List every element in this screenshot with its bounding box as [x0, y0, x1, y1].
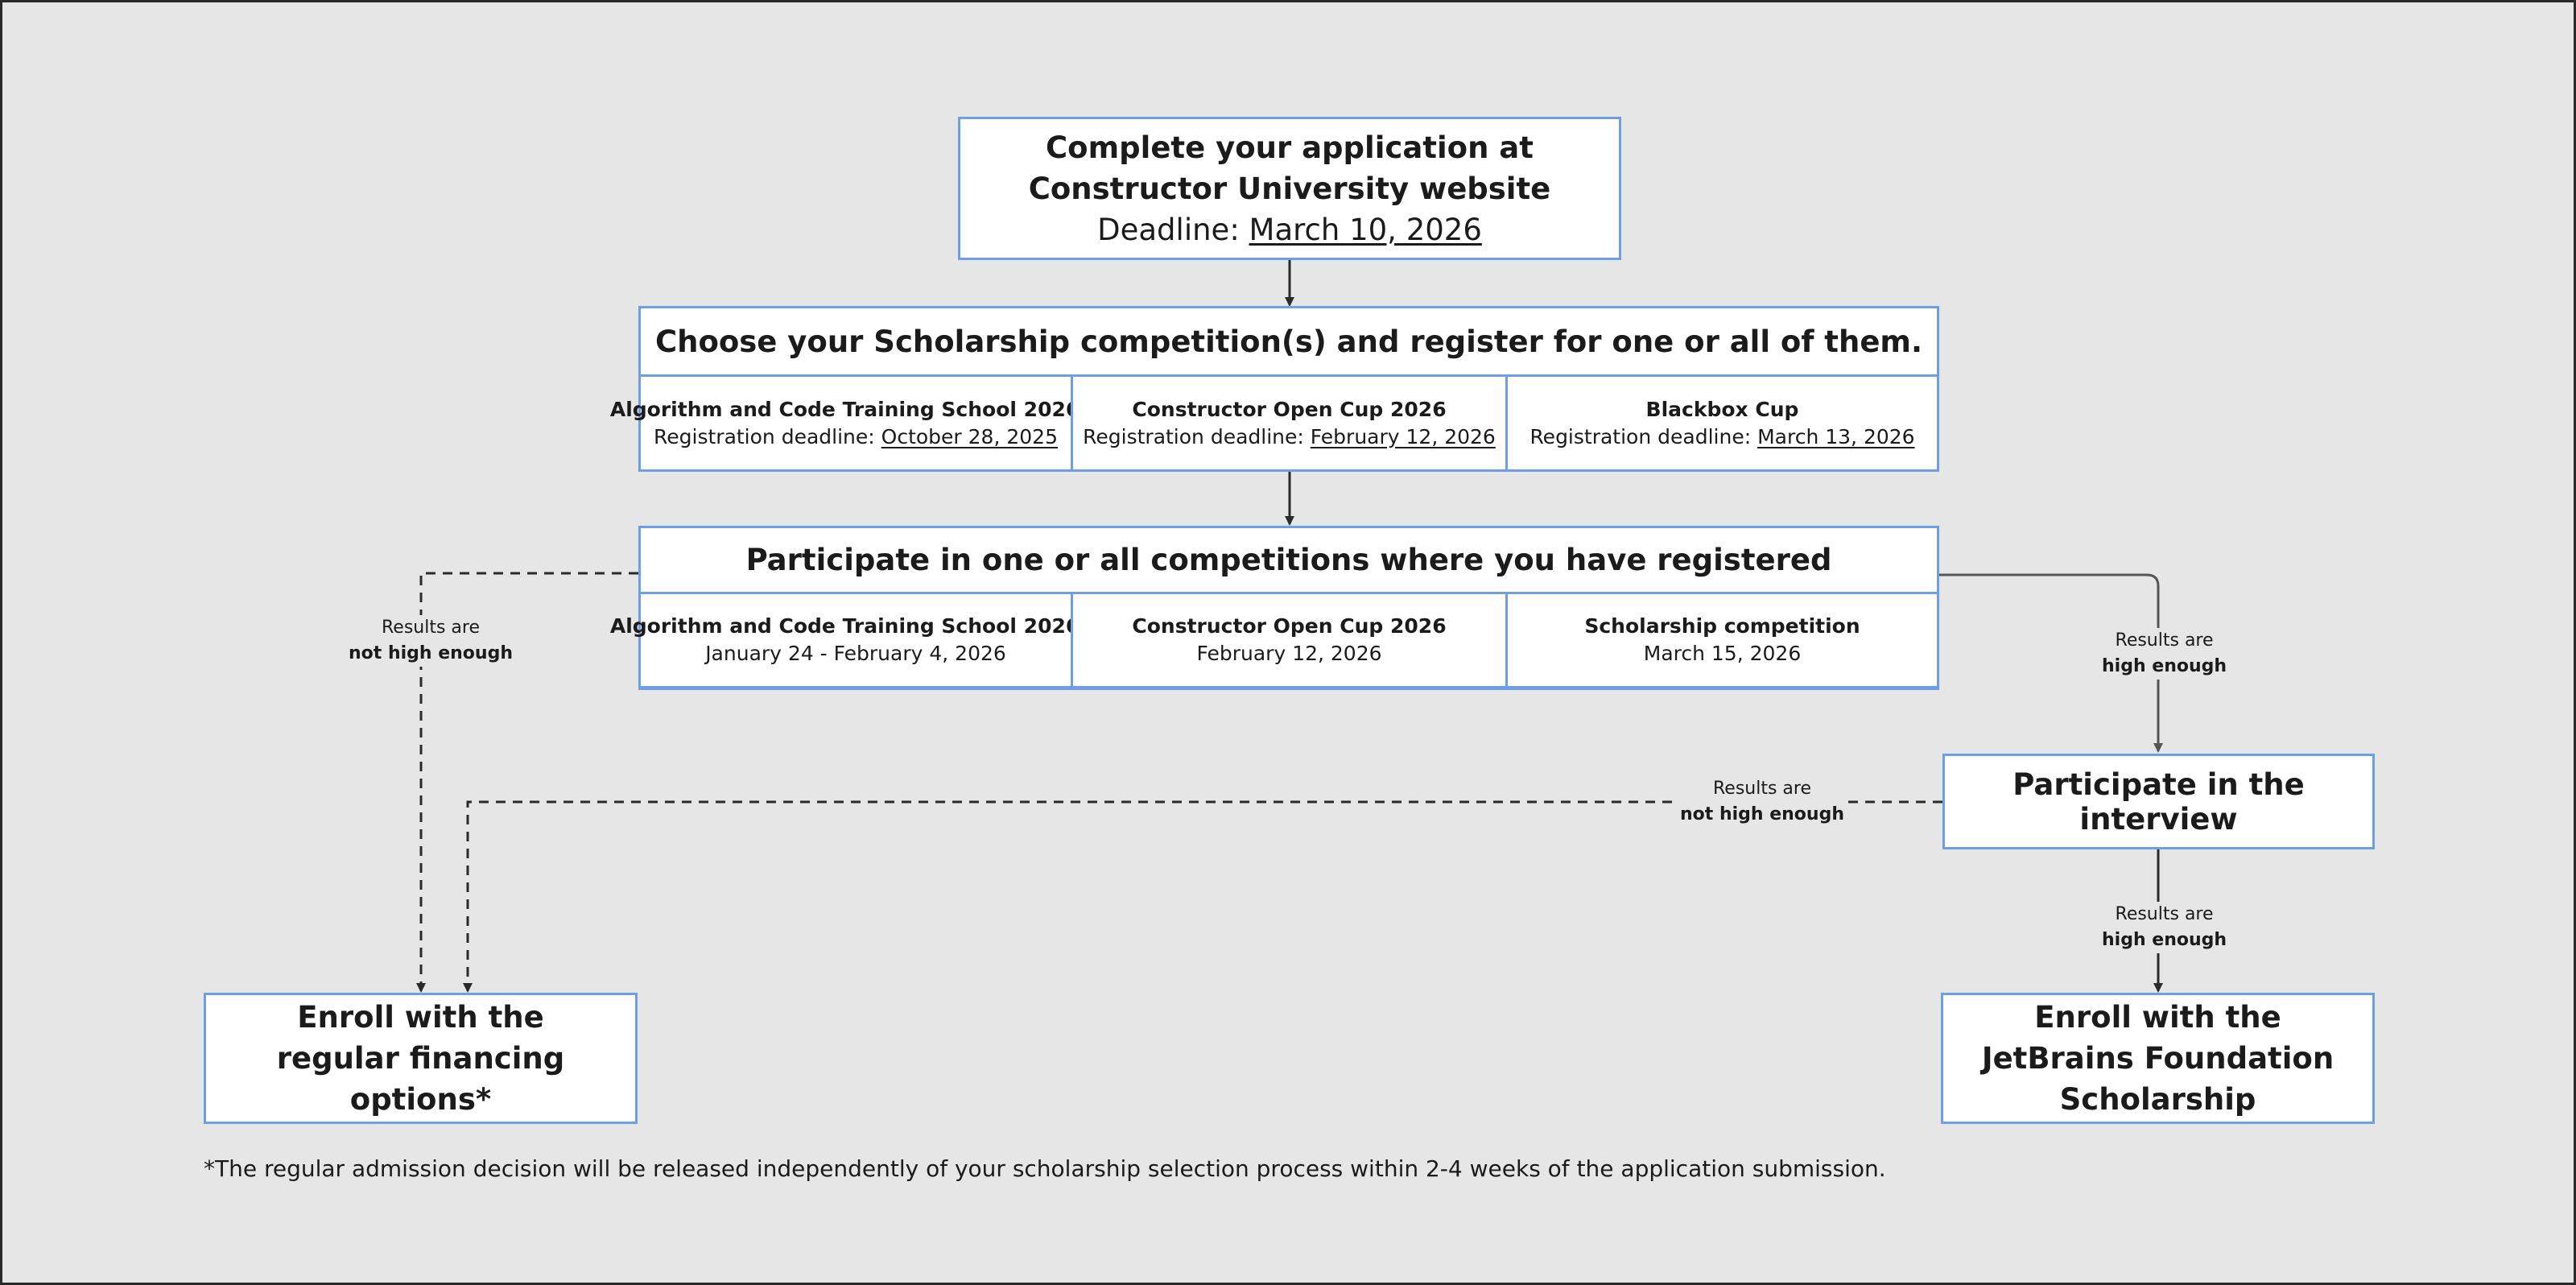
application-step: Complete your application at Constructor… [958, 117, 1621, 260]
register-competition-1-deadline: Registration deadline: October 28, 2025 [654, 424, 1058, 448]
participate-title: Participate in one or all competitions w… [745, 543, 1832, 577]
participate-competition-1: Algorithm and Code Training School 2026.… [610, 592, 1101, 690]
outcome-scholarship: Enroll with the JetBrains Foundation Sch… [1941, 993, 2375, 1124]
register-competition-2-deadline: Registration deadline: February 12, 2026 [1083, 424, 1496, 448]
register-competition-2-name: Constructor Open Cup 2026 [1132, 397, 1447, 421]
footnote: *The regular admission decision will be … [204, 1155, 1886, 1182]
outcome-regular-title: Enroll with the regular financing option… [276, 1000, 565, 1117]
edge-label-not-high-left: Results are not high enough [345, 615, 516, 667]
register-competition-1: Algorithm and Code Training School 2026.… [610, 374, 1101, 472]
register-title: Choose your Scholarship competition(s) a… [654, 324, 1923, 359]
outcome-scholarship-title: Enroll with the JetBrains Foundation Sch… [1981, 1000, 2334, 1117]
edge-label-not-high-interview: Results are not high enough [1677, 776, 1847, 828]
register-competition-3: Blackbox Cup Registration deadline: Marc… [1505, 374, 1939, 472]
participate-competition-2-dates: February 12, 2026 [1196, 642, 1382, 665]
application-deadline: Deadline: March 10, 2026 [1097, 209, 1482, 250]
outcome-regular: Enroll with the regular financing option… [204, 993, 638, 1124]
register-competition-1-name: Algorithm and Code Training School 2026.… [609, 397, 1102, 421]
arrow-participate-to-regular [416, 572, 638, 993]
arrow-participate-to-interview [1939, 573, 2163, 753]
application-deadline-label: Deadline: [1097, 212, 1249, 247]
participate-competition-3-dates: March 15, 2026 [1643, 642, 1802, 665]
edge-label-high-right: Results are high enough [2099, 628, 2231, 680]
participate-step-header: Participate in one or all competitions w… [638, 526, 1939, 594]
edge-label-high-interview: Results are high enough [2099, 902, 2231, 953]
participate-competition-3: Scholarship competition March 15, 2026 [1505, 592, 1939, 690]
interview-step: Participate in the interview [1942, 754, 2375, 849]
register-step-header: Choose your Scholarship competition(s) a… [638, 306, 1939, 377]
arrow-interview-to-regular [463, 800, 1942, 993]
participate-competition-1-dates: January 24 - February 4, 2026 [705, 642, 1006, 665]
register-competition-3-deadline: Registration deadline: March 13, 2026 [1530, 424, 1915, 448]
application-deadline-date: March 10, 2026 [1249, 212, 1482, 247]
application-title: Complete your application at Constructor… [1028, 130, 1551, 206]
register-competition-3-name: Blackbox Cup [1645, 397, 1799, 421]
participate-competition-1-name: Algorithm and Code Training School 2026.… [609, 614, 1102, 638]
register-competition-2: Constructor Open Cup 2026 Registration d… [1071, 374, 1508, 472]
interview-title: Participate in the interview [2013, 766, 2305, 837]
participate-competition-2-name: Constructor Open Cup 2026 [1132, 614, 1447, 638]
participate-competition-2: Constructor Open Cup 2026 February 12, 2… [1071, 592, 1508, 690]
participate-competition-3-name: Scholarship competition [1584, 614, 1860, 638]
